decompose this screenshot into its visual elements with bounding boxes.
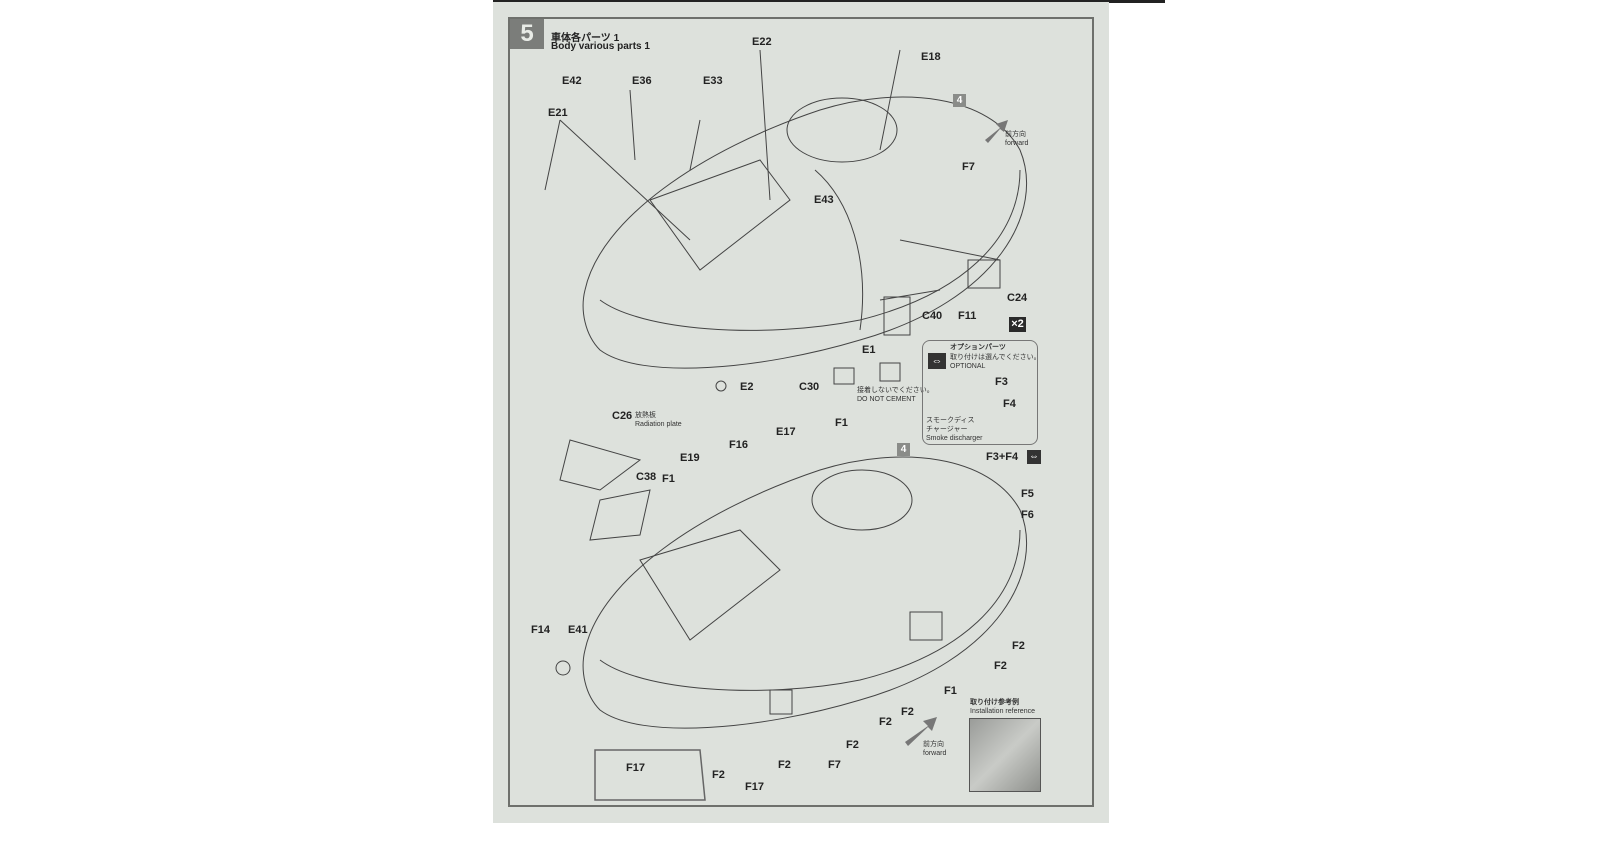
page-frame: [508, 17, 1094, 807]
part-label: E17: [776, 426, 796, 438]
part-label: F14: [531, 624, 550, 636]
part-label: F7: [828, 759, 841, 771]
part-label: F2: [879, 716, 892, 728]
smoke-discharger-jp1: スモークディス: [926, 417, 975, 424]
part-label: E41: [568, 624, 588, 636]
install-ref-jp: 取り付け参考例: [970, 699, 1019, 706]
part-label: F16: [729, 439, 748, 451]
step-number: 5: [510, 19, 544, 49]
smoke-discharger-en: Smoke discharger: [926, 435, 983, 442]
part-label: F4: [1003, 398, 1016, 410]
scan-top-bar: [493, 0, 1165, 3]
part-label: E1: [862, 344, 876, 356]
part-label: F2: [778, 759, 791, 771]
option-arrows-icon: ⇔: [1027, 450, 1041, 464]
step-title-jp: 車体各パーツ 1: [551, 33, 620, 44]
install-ref-en: Installation reference: [970, 708, 1035, 715]
step-title-en: Body various parts 1: [551, 41, 650, 52]
part-label: E18: [921, 51, 941, 63]
part-label: F2: [712, 769, 725, 781]
forward-arrows: [905, 120, 1008, 746]
part-label: E33: [703, 75, 723, 87]
part-label: E21: [548, 107, 568, 119]
part-label: C30: [799, 381, 820, 393]
option-title: オプションパーツ: [950, 344, 1006, 351]
option-en: OPTIONAL: [950, 363, 986, 370]
option-arrows-icon: ⇔: [928, 353, 946, 369]
part-label: E19: [680, 452, 700, 464]
part-label: F2: [901, 706, 914, 718]
option-jp: 取り付けは選んでください。: [950, 354, 1041, 361]
forward-label-jp: 前方向: [923, 741, 944, 748]
part-label: F6: [1021, 509, 1034, 521]
reference-step-badge: 4: [897, 443, 910, 456]
part-label: F3: [995, 376, 1008, 388]
optional-parts-box: [922, 340, 1038, 445]
lower-hull-drawing: [555, 439, 1028, 801]
part-label: F17: [626, 762, 645, 774]
forward-label-jp: 前方向: [1005, 131, 1026, 138]
part-label: F11: [958, 310, 977, 322]
part-label: E22: [752, 36, 772, 48]
part-label: C26: [612, 410, 633, 422]
part-label: E42: [562, 75, 582, 87]
smoke-discharger-jp2: チャージャー: [926, 426, 968, 433]
part-label: E2: [740, 381, 754, 393]
part-label: C24: [1007, 292, 1028, 304]
part-label: F1: [662, 473, 675, 485]
part-label: F2: [846, 739, 859, 751]
part-label: F1: [835, 417, 848, 429]
do-not-cement-jp: 接着しないでください。: [857, 387, 934, 394]
do-not-cement-en: DO NOT CEMENT: [857, 396, 916, 403]
part-label: F17: [745, 781, 764, 793]
quantity-badge: ×2: [1009, 317, 1026, 332]
part-label: E36: [632, 75, 652, 87]
part-label: C38: [636, 471, 657, 483]
part-label: E43: [814, 194, 834, 206]
forward-label-en: forward: [1005, 140, 1029, 147]
part-label: F2: [994, 660, 1007, 672]
part-label: F7: [962, 161, 975, 173]
reference-step-badge: 4: [953, 94, 966, 107]
installation-reference-photo: [969, 718, 1041, 792]
instruction-page: [493, 2, 1109, 823]
upper-hull-drawing: [544, 49, 1028, 392]
forward-label-en: forward: [923, 750, 947, 757]
part-label: C40: [922, 310, 943, 322]
part-label: F5: [1021, 488, 1034, 500]
part-label: F3+F4: [986, 451, 1019, 463]
radiation-jp: 放熱板: [635, 412, 656, 419]
radiation-en: Radiation plate: [635, 421, 682, 428]
part-label: F1: [944, 685, 957, 697]
part-label: F2: [1012, 640, 1025, 652]
